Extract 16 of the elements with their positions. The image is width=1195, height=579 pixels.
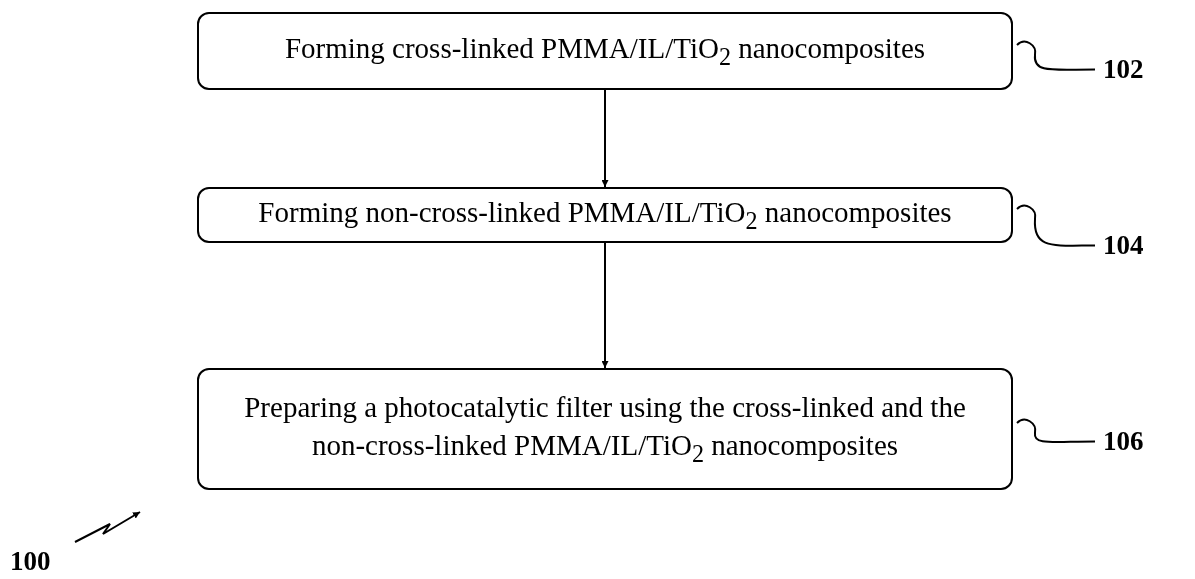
process-box [197, 12, 1013, 90]
reference-number: 102 [1103, 56, 1144, 83]
step-text: Preparing a photocatalytic filter using the cross-linked and the non-cross-linked PMMA/IL/TiO$_{2}$ nanocomposites [243, 390, 967, 469]
reference-arrow [74, 511, 141, 543]
arrow [601, 89, 609, 188]
leader-line [1016, 204, 1096, 247]
process-box [197, 368, 1013, 490]
reference-number: 104 [1103, 232, 1144, 259]
leader-line [1016, 418, 1096, 444]
arrow [601, 242, 609, 369]
step-text: Forming cross-linked PMMA/IL/TiO$_{2}$ nanocomposites [284, 30, 926, 72]
step-text: Forming non-cross-linked PMMA/IL/TiO$_{2}$ nanocomposites [258, 194, 952, 236]
process-box [197, 187, 1013, 243]
reference-number: 100 [10, 548, 51, 575]
reference-number: 106 [1103, 428, 1144, 455]
leader-line [1016, 40, 1096, 71]
